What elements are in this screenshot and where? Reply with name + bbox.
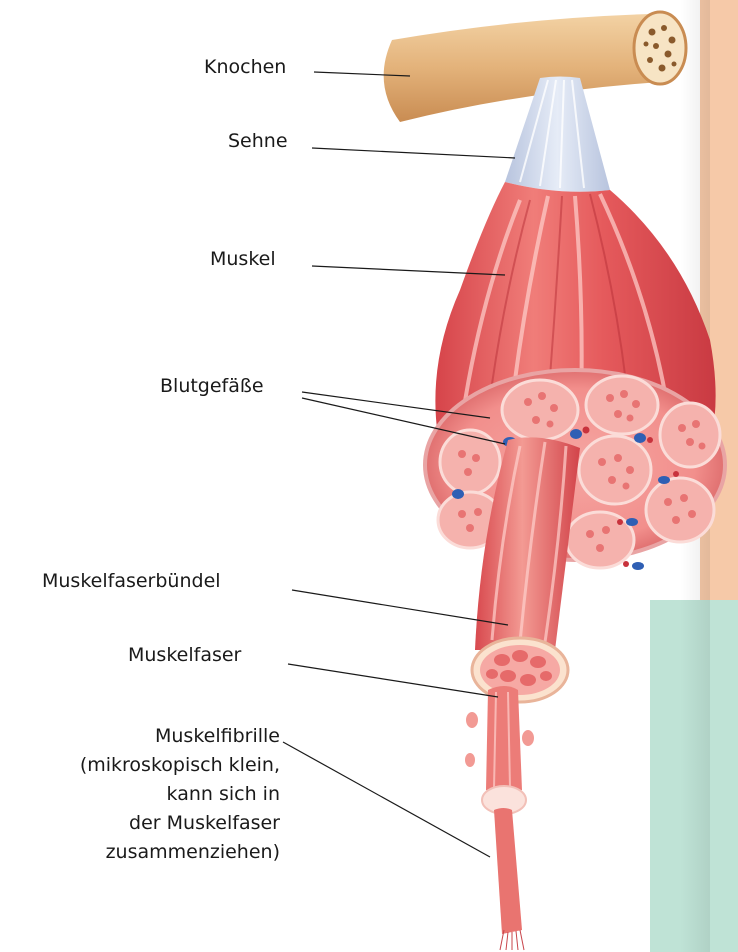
label-muskelfibrille-line-3: kann sich in <box>20 780 280 809</box>
muscle-fiber <box>465 686 534 814</box>
label-muskelfibrille-line-5: zusammenziehen) <box>20 838 280 867</box>
label-sehne: Sehne <box>228 130 288 153</box>
label-muskelfibrille: Muskelfibrille (mikroskopisch klein, kan… <box>20 722 280 867</box>
muscle-fibril <box>494 808 524 950</box>
label-blutgefaesse: Blutgefäße <box>160 375 264 398</box>
label-muskelfibrille-line-4: der Muskelfaser <box>20 809 280 838</box>
label-muskelfaserbuendel: Muskelfaserbündel <box>42 570 221 593</box>
label-muskelfaser: Muskelfaser <box>128 644 241 667</box>
label-muskelfibrille-line-2: (mikroskopisch klein, <box>20 751 280 780</box>
label-muskelfibrille-line-1: Muskelfibrille <box>20 722 280 751</box>
label-muskel: Muskel <box>210 248 276 271</box>
label-knochen: Knochen <box>204 56 286 79</box>
